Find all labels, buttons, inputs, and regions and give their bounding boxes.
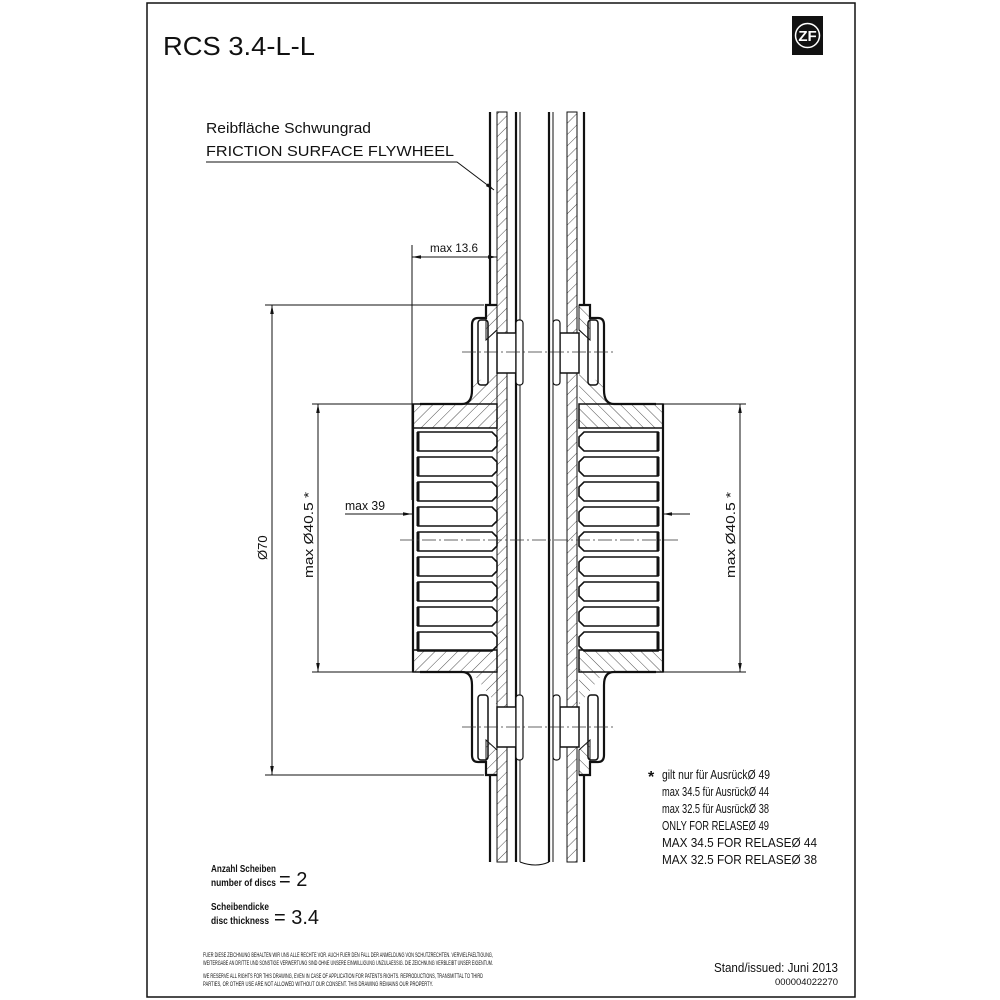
drawing-number: 000004022270 [775,977,838,987]
spline-tooth [578,631,659,652]
svg-text:PARTIES, OR OTHER USE ARE NOT: PARTIES, OR OTHER USE ARE NOT ALLOWED WI… [203,982,433,988]
svg-text:FUER DIESE ZEICHNUNG BEHALTEN: FUER DIESE ZEICHNUNG BEHALTEN WIR UNS AL… [203,953,493,959]
spline-tooth [417,606,498,627]
left-hub [411,303,524,777]
dimension-max-dia-40-5-right: max Ø40.5 * [663,403,746,673]
spec-number-of-discs: Anzahl Scheiben number of discs = 2 [211,864,307,891]
svg-text:WEITERGABE AN DRITTE UND SONST: WEITERGABE AN DRITTE UND SONSTIGE VERWER… [203,961,493,967]
dimension-dia-70: Ø70 [255,304,484,776]
leader-label-en: FRICTION SURFACE FLYWHEEL [206,143,454,160]
svg-text:MAX 32.5 FOR RELASEØ 38: MAX 32.5 FOR RELASEØ 38 [662,853,817,867]
svg-text:Anzahl Scheiben: Anzahl Scheiben [211,864,276,875]
footnotes: * gilt nur für AusrückØ 49 max 34.5 für … [648,768,817,867]
svg-text:= 3.4: = 3.4 [274,907,319,929]
svg-text:max 13.6: max 13.6 [430,241,478,255]
leader-line [206,161,495,191]
svg-text:max 39: max 39 [345,498,385,513]
dimension-max-13-6: max 13.6 [411,241,498,500]
spline-tooth [578,531,659,552]
spline-tooth [417,506,498,527]
leader-label-de: Reibfläche Schwungrad [206,120,371,137]
dimension-max-dia-40-5-left: max Ø40.5 * [301,403,413,673]
svg-text:max 32.5 für AusrückØ 38: max 32.5 für AusrückØ 38 [662,802,769,816]
spline-tooth [417,631,498,652]
drawing-frame [146,2,856,998]
svg-text:*: * [648,769,655,786]
svg-text:max Ø40.5 *: max Ø40.5 * [301,492,316,578]
spline-tooth [578,556,659,577]
spline-tooth [417,556,498,577]
spline-tooth [578,481,659,502]
svg-text:MAX 34.5 FOR RELASEØ 44: MAX 34.5 FOR RELASEØ 44 [662,836,817,850]
drawing-title: RCS 3.4-L-L [163,31,315,61]
issued-date: Stand/issued: Juni 2013 [714,960,838,975]
spline-tooth [578,581,659,602]
svg-text:gilt nur für AusrückØ 49: gilt nur für AusrückØ 49 [662,768,770,782]
spline-tooth [578,456,659,477]
spline-tooth [578,506,659,527]
spline-tooth [578,431,659,452]
svg-text:ZF: ZF [798,28,816,45]
svg-text:disc thickness: disc thickness [211,916,269,927]
svg-text:Scheibendicke: Scheibendicke [211,902,269,913]
spline-tooth [417,481,498,502]
dimension-max-39: max 39 [345,498,690,520]
svg-text:number of discs: number of discs [211,878,276,889]
shaft-assembly [488,111,586,866]
svg-text:max 34.5 für AusrückØ 44: max 34.5 für AusrückØ 44 [662,785,769,799]
svg-text:Ø70: Ø70 [255,535,270,560]
spline-tooth [417,531,498,552]
spline-tooth [417,581,498,602]
legal-notice: FUER DIESE ZEICHNUNG BEHALTEN WIR UNS AL… [203,953,493,988]
svg-text:ONLY FOR RELASEØ 49: ONLY FOR RELASEØ 49 [662,819,769,833]
svg-text:max Ø40.5 *: max Ø40.5 * [723,492,738,578]
zf-logo: ZF [792,16,823,55]
spec-disc-thickness: Scheibendicke disc thickness = 3.4 [211,902,319,929]
svg-text:= 2: = 2 [279,869,307,891]
right-hub [552,303,665,777]
spline-tooth [578,606,659,627]
svg-text:WE RESERVE ALL RIGHTS FOR THIS: WE RESERVE ALL RIGHTS FOR THIS DRAWING, … [203,974,483,980]
spline-tooth [417,431,498,452]
spline-tooth [417,456,498,477]
